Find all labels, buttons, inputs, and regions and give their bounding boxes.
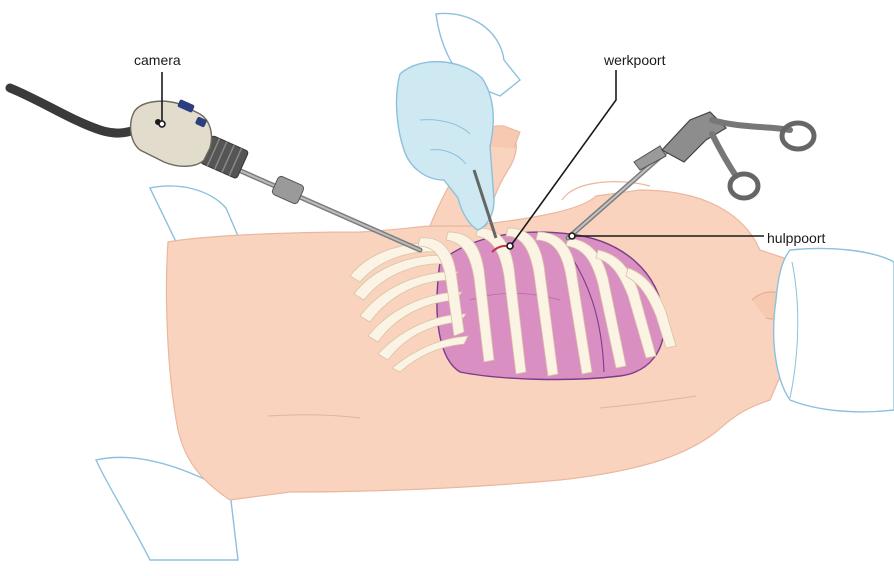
werkpoort-label: werkpoort — [604, 52, 665, 68]
hulppoort-label: hulppoort — [767, 230, 825, 246]
camera-icon — [131, 99, 212, 166]
werkpoort-leader-dot — [507, 243, 513, 249]
head-cap — [774, 249, 894, 412]
camera-label: camera — [134, 52, 181, 68]
camera-leader-dot — [159, 121, 165, 127]
hulppoort-leader-dot — [569, 233, 575, 239]
